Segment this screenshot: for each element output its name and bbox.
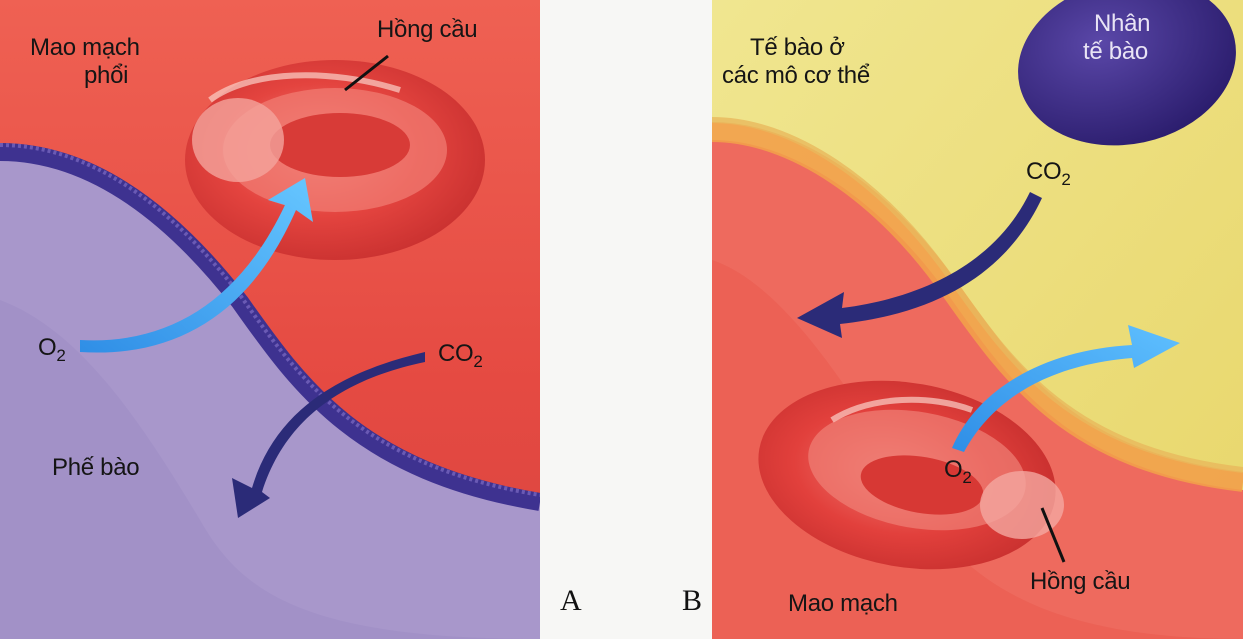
rbc-label-b: Hồng cầu: [1030, 568, 1130, 595]
o2-label-b: O2: [944, 456, 972, 491]
tissue-label-line2: các mô cơ thể: [722, 62, 870, 89]
co2-label-b: CO2: [1026, 158, 1071, 193]
panel-a-lung: Mao mạch phổi Hồng cầu Phế bào O2 CO2: [0, 0, 540, 639]
capillary-label-b: Mao mạch: [788, 590, 898, 617]
panel-a-illustration: [0, 0, 540, 639]
nucleus-label-line2: tế bào: [1083, 38, 1148, 65]
panel-b-illustration: [712, 0, 1243, 639]
capillary-label-a-line2: phổi: [84, 62, 128, 89]
panel-b-tissue: Tế bào ở các mô cơ thể Nhân tế bào CO2 O…: [712, 0, 1243, 639]
co2-label-a: CO2: [438, 340, 483, 375]
o2-label-a: O2: [38, 334, 66, 369]
rbc-label-a: Hồng cầu: [377, 16, 477, 43]
red-blood-cell-a: [185, 60, 485, 260]
nucleus-label-line1: Nhân: [1094, 10, 1150, 37]
capillary-label-a-line1: Mao mạch: [30, 34, 140, 61]
tissue-label-line1: Tế bào ở: [750, 34, 845, 61]
panel-letter-a: A: [560, 584, 582, 618]
panel-letter-b: B: [682, 584, 702, 618]
alveolus-label: Phế bào: [52, 454, 139, 481]
